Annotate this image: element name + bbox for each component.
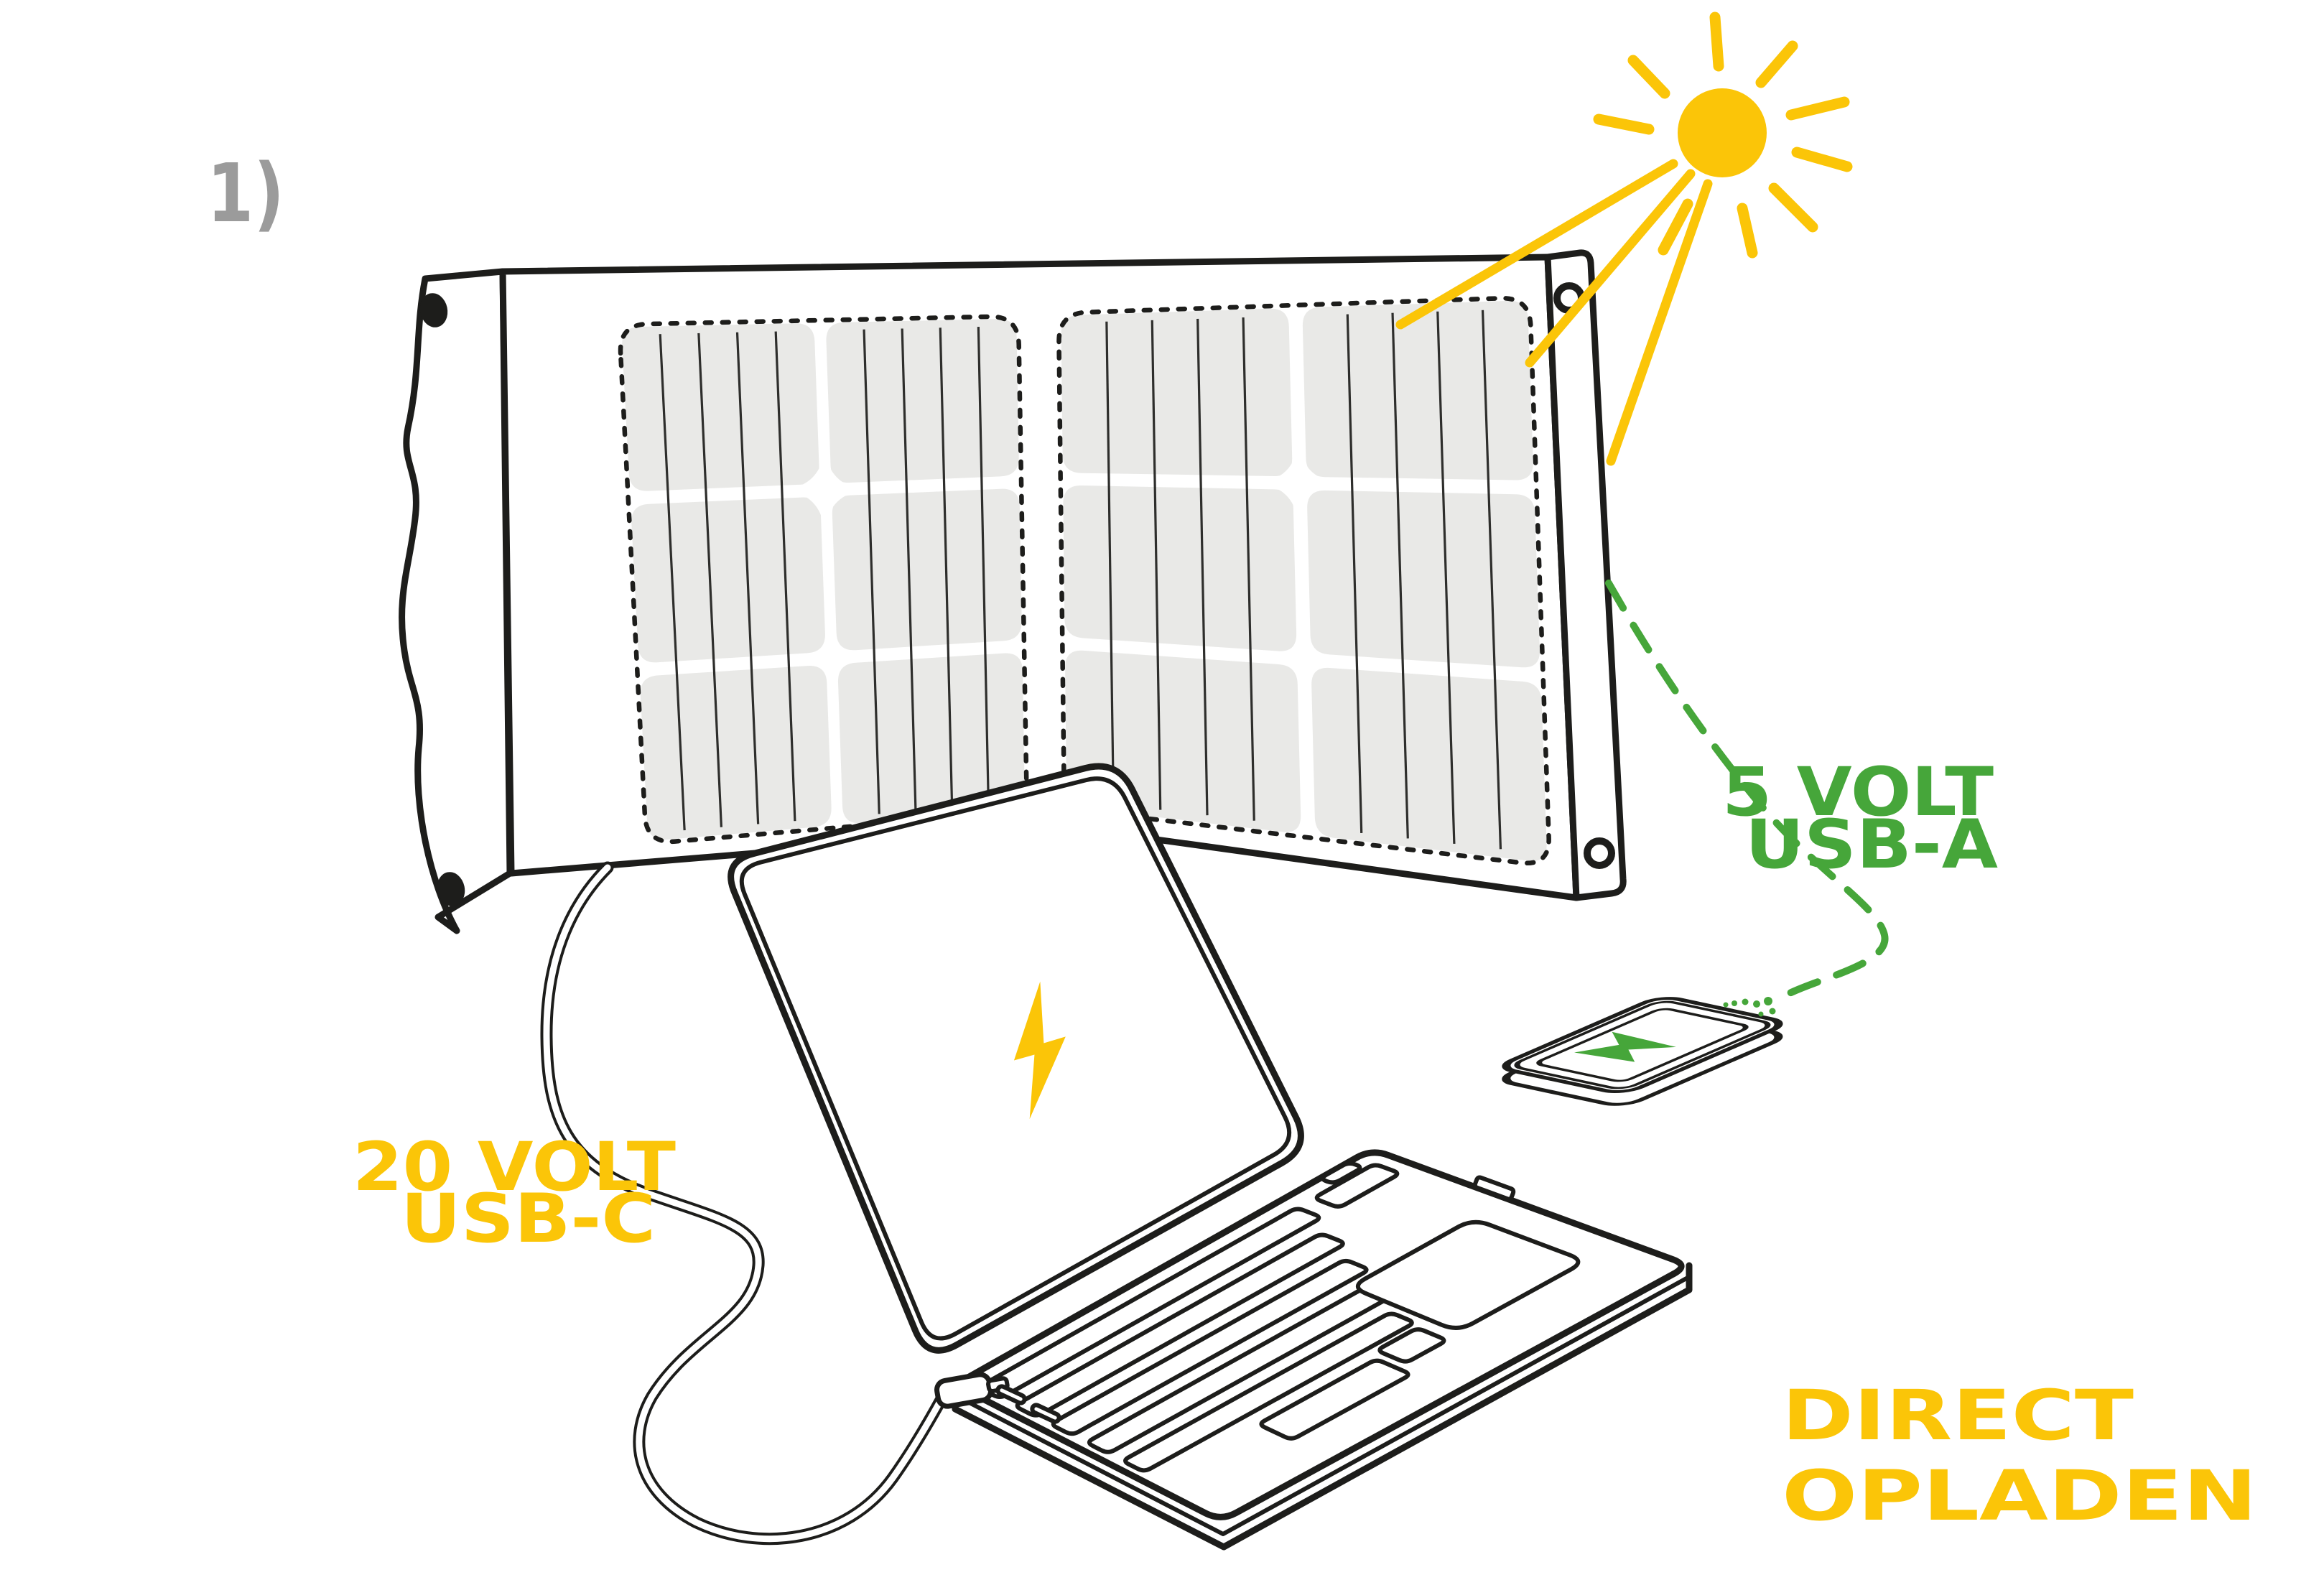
sparkle-icon — [797, 625, 864, 692]
screen-inner — [739, 776, 1292, 1341]
heading-direct-opladen: DIRECT OPLADEN — [1782, 1375, 2257, 1536]
sun-icon — [1395, 11, 1853, 466]
lightning-bolt-icon — [1013, 981, 1066, 1120]
keyboard-key-row — [1123, 1311, 1414, 1473]
usb-c-port-line: USB-C — [401, 1180, 656, 1258]
sparkle-icon — [1269, 626, 1336, 693]
usb-c-plug-icon — [934, 1372, 994, 1409]
keyboard-key-row — [1314, 1163, 1400, 1209]
step-label: 1) — [207, 147, 284, 241]
laptop — [728, 763, 1693, 1551]
usb-a-port-line: USB-A — [1745, 806, 1998, 884]
panel-half-left — [618, 314, 1029, 845]
laptop-trackpad — [1355, 1219, 1581, 1330]
usb-c-volt-line: 20 VOLT — [353, 1128, 676, 1207]
dashed-charge-path — [1605, 580, 1889, 1017]
sparkle-icon — [1257, 441, 1341, 525]
keyboard-key-row — [1259, 1358, 1410, 1441]
grommet-icon — [419, 293, 465, 906]
laptop-keyboard — [979, 1161, 1446, 1473]
panel-right-flap — [1544, 249, 1627, 901]
usb-cable — [540, 861, 949, 1546]
smartphone — [1502, 997, 1783, 1106]
usb-a-volt-line: 5 VOLT — [1722, 753, 1994, 832]
lightning-bolt-icon — [1574, 1031, 1676, 1062]
sun-beams — [1395, 159, 1713, 466]
keyboard-key-row — [1377, 1327, 1446, 1364]
panel-left-flap — [399, 268, 513, 934]
heading-line-1: DIRECT — [1782, 1375, 2134, 1456]
solar-panel — [399, 249, 1627, 934]
port-slot-icon — [995, 1384, 1027, 1405]
laptop-front-lip — [956, 1275, 1690, 1536]
panel-half-right — [1056, 296, 1551, 866]
trackpad — [1355, 1219, 1581, 1330]
hinge-notch — [1472, 1175, 1516, 1202]
sparkle-icon — [783, 447, 867, 531]
charge-path-spark-dots — [1723, 997, 1776, 1017]
heading-line-2: OPLADEN — [1782, 1456, 2257, 1536]
sun-rays — [1593, 11, 1853, 259]
label-20volt-usbc: 20 VOLT USB-C — [353, 1128, 676, 1258]
laptop-ports — [934, 1372, 1061, 1424]
keyboard-key-row — [1320, 1161, 1362, 1185]
port-slot-icon — [1030, 1403, 1061, 1424]
label-5volt-usba: 5 VOLT USB-A — [1722, 753, 1998, 884]
